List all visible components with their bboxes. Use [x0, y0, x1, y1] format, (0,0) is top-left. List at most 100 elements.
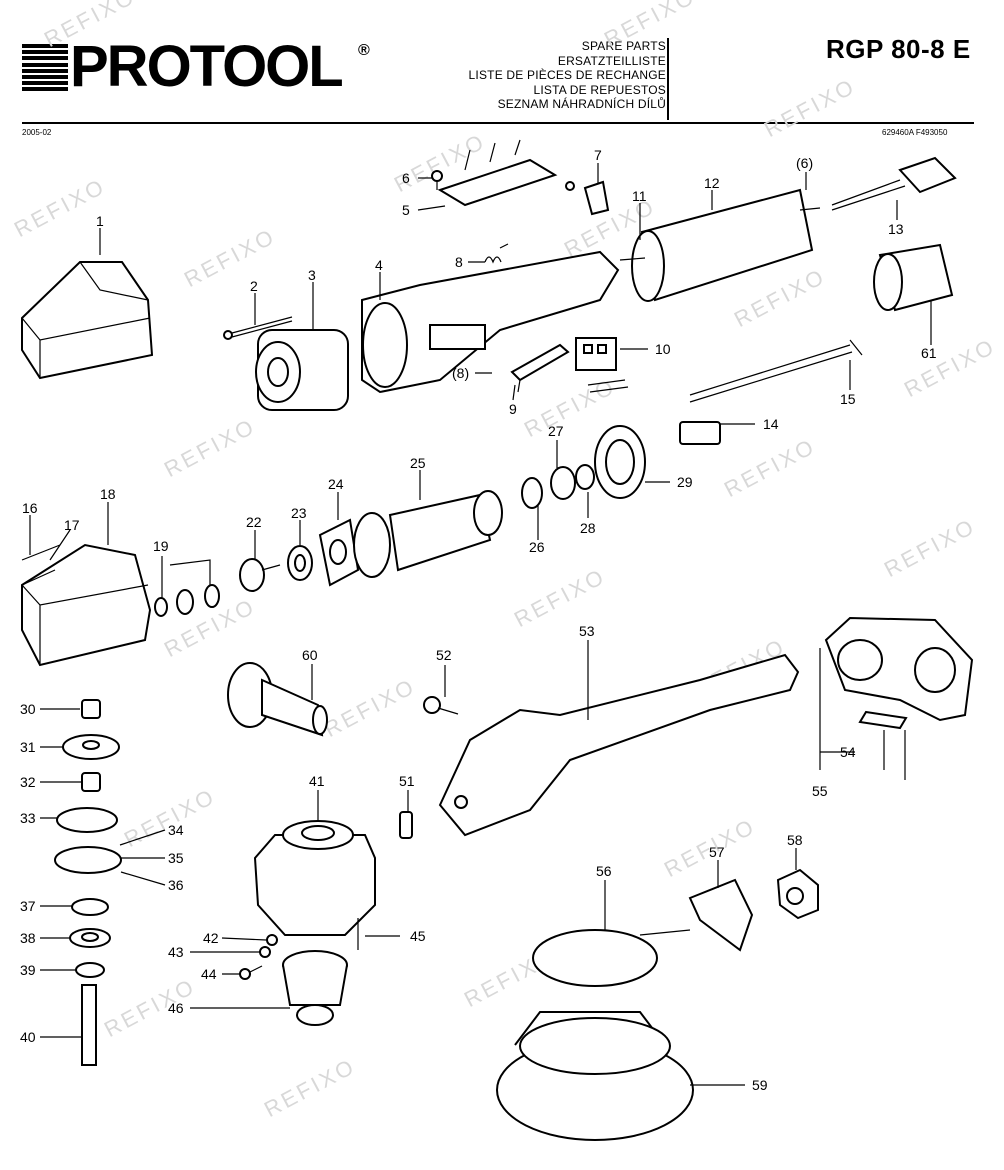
label-9: 9: [509, 401, 517, 417]
part-2-screw: [223, 316, 293, 340]
title-line: SEZNAM NÁHRADNÍCH DÍLŮ: [497, 97, 666, 112]
part-12-motor-can: [619, 188, 821, 302]
label-55: 55: [812, 783, 828, 799]
label-16: 16: [22, 500, 38, 516]
part-labels: 1 2 3 4 5 6 7 (6) 8 (8) 9 10 11 12 13 14…: [20, 147, 937, 1093]
label-51: 51: [399, 773, 415, 789]
part-43-nut: [259, 946, 271, 958]
model-number: RGP 80-8 E: [826, 34, 971, 64]
part-54-screws: [858, 710, 908, 780]
label-24: 24: [328, 476, 344, 492]
part-28-bearing: [575, 464, 595, 490]
part-3-field-coil: [255, 329, 349, 411]
part-30-sleeve: [81, 699, 101, 719]
part-55-bracket: [824, 616, 974, 722]
part-53-side-handle: [438, 653, 800, 837]
part-17-screw: [21, 569, 56, 586]
label-38: 38: [20, 930, 36, 946]
part-35-ring: [54, 846, 122, 874]
label-35: 35: [168, 850, 184, 866]
label-52: 52: [436, 647, 452, 663]
part-61-cylinder: [873, 243, 954, 312]
part-33-o-ring: [56, 807, 118, 833]
part-39-washer: [75, 962, 105, 978]
label-29: 29: [677, 474, 693, 490]
title-line: SPARE PARTS: [581, 39, 666, 53]
label-10: 10: [655, 341, 671, 357]
part-24-flange: [318, 518, 360, 587]
label-13: 13: [888, 221, 904, 237]
part-59-pad-guard: [496, 1011, 694, 1141]
part-31-disc: [62, 734, 120, 760]
part-40-shaft: [81, 984, 97, 1066]
label-11: 11: [632, 188, 647, 204]
label-12: 12: [704, 175, 720, 191]
label-54: 54: [840, 744, 856, 760]
label-6: 6: [402, 170, 410, 186]
label-58: 58: [787, 832, 803, 848]
brand-name: PROTOOL: [70, 34, 344, 99]
part-13-power-cable: [831, 156, 957, 211]
part-5-electronic-board: [437, 139, 558, 207]
label-18: 18: [100, 486, 116, 502]
part-60-auxiliary-handle: [227, 662, 328, 737]
label-25: 25: [410, 455, 426, 471]
brand-logo: PROTOOL ®: [22, 36, 382, 98]
label-26: 26: [529, 539, 545, 555]
part-18-gear-cover: [21, 543, 152, 667]
label-23: 23: [291, 505, 307, 521]
part-56-band: [532, 929, 691, 987]
part-8-spring: [484, 243, 509, 264]
part-27-sleeve: [550, 466, 576, 500]
part-1-housing-cover: [21, 261, 154, 380]
label-6b: (6): [796, 155, 813, 171]
part-25-armature: [353, 490, 503, 578]
part-38-bearing: [69, 928, 111, 948]
part-19-washers: [154, 584, 220, 617]
label-43: 43: [168, 944, 184, 960]
part-46-eccentric: [282, 950, 348, 1026]
part-23-bearing: [287, 545, 313, 581]
label-4: 4: [375, 257, 383, 273]
label-46: 46: [168, 1000, 184, 1016]
part-4-motor-housing: [361, 250, 620, 394]
header-rule: [22, 122, 974, 124]
document-titles: SPARE PARTS ERSATZTEILLISTE LISTE DE PIÈ…: [469, 39, 666, 112]
label-28: 28: [580, 520, 596, 536]
label-32: 32: [20, 774, 36, 790]
label-5: 5: [402, 202, 410, 218]
label-22: 22: [246, 514, 262, 530]
leader-lines: [29, 163, 932, 1086]
part-9-switch-lever: [510, 343, 570, 393]
label-2: 2: [250, 278, 258, 294]
label-36: 36: [168, 877, 184, 893]
label-30: 30: [20, 701, 36, 717]
part-16-screw: [21, 544, 61, 561]
label-8: 8: [455, 254, 463, 270]
label-17: 17: [64, 517, 80, 533]
reference-codes: 629460A F493050: [882, 128, 948, 137]
label-44: 44: [201, 966, 217, 982]
registered-mark: ®: [358, 42, 370, 59]
part-22-pinion: [239, 558, 281, 592]
label-3: 3: [308, 267, 316, 283]
part-29-ring: [594, 425, 646, 499]
label-53: 53: [579, 623, 595, 639]
logo-stripes-icon: [22, 44, 68, 94]
label-15: 15: [840, 391, 856, 407]
part-10-switch: [575, 337, 629, 393]
part-51-screw: [399, 811, 413, 839]
part-58-nut: [776, 868, 819, 920]
label-57: 57: [709, 844, 725, 860]
part-52-screw: [423, 696, 459, 715]
part-14-button: [679, 421, 721, 445]
label-33: 33: [20, 810, 36, 826]
label-37: 37: [20, 898, 36, 914]
label-61: 61: [921, 345, 937, 361]
label-41: 41: [309, 773, 325, 789]
label-7: 7: [594, 147, 602, 163]
label-14: 14: [763, 416, 779, 432]
part-44-screw: [239, 965, 263, 980]
part-15-cable-harness: [689, 339, 863, 403]
